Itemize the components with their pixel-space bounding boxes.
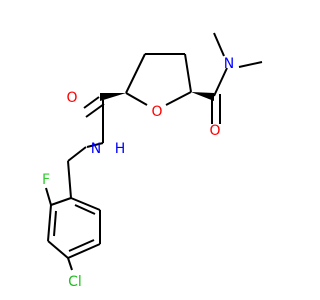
bond-n-methyl-up (213, 32, 225, 57)
double-bond-left-carbonyl-b (85, 103, 105, 118)
bond-aryl-f (45, 187, 52, 206)
bond-aryl-cl (67, 257, 73, 271)
atom-label-o-carbonyl-left: O (66, 90, 77, 106)
atom-label-o-carbonyl-right: O (209, 123, 220, 139)
atom-label-h-amide: H (115, 141, 126, 157)
aryl-bond-1 (50, 197, 72, 206)
aryl-bond-2 (47, 204, 52, 242)
double-bond-left-carbonyl-a (83, 96, 100, 109)
bond-carbonyl-right-n (213, 67, 228, 97)
aryl-double-bond-b (68, 239, 95, 252)
bond-ch2-aryl (67, 160, 72, 199)
aryl-bond-3 (47, 240, 69, 259)
ring-bond-c4-c5 (184, 53, 192, 93)
wedge-bond-left (100, 93, 126, 101)
atom-label-o-ring: O (151, 104, 162, 120)
aryl-bond-4 (67, 243, 101, 259)
bond-ch2-n (67, 146, 87, 162)
atom-label-f: F (42, 172, 50, 188)
atom-label-n-amide: N (91, 141, 101, 157)
aryl-double-bond-a (53, 210, 57, 237)
atom-label-n-dimethyl: N (224, 56, 234, 72)
molecule-structure: O O O N H N F Cl (42, 32, 263, 290)
bond-n-methyl-right (238, 61, 263, 68)
ring-bond-c5-o (165, 91, 192, 106)
aryl-bond-6 (70, 197, 101, 211)
ring-bond-o-c2 (125, 92, 148, 106)
wedge-bond-right (191, 92, 214, 101)
bond-n-ch2 (86, 142, 104, 148)
ring-bond-c2-c3 (125, 53, 146, 94)
atom-label-cl: Cl (68, 274, 82, 290)
aryl-double-bond-c (74, 204, 96, 215)
